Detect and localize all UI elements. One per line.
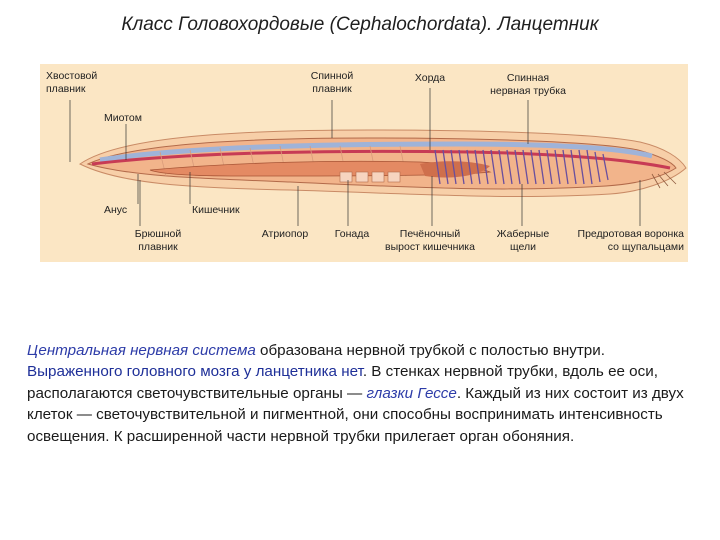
lancelet-illustration [69, 88, 687, 226]
term-hesse-eyes: глазки Гессе [366, 384, 457, 402]
nerve-tube [99, 141, 653, 163]
label-intestine: Кишечник [192, 204, 240, 216]
text-highlight-no-brain: Выраженного головного мозга у ланцетника… [27, 363, 363, 381]
oral-tentacles [651, 171, 677, 189]
label-atriopore: Атриопор [261, 228, 309, 240]
description-paragraph: Центральная нервная система образована н… [27, 340, 699, 447]
label-chord: Хорда [414, 72, 446, 84]
label-oral-funnel: Предротовая воронка со щупальцами [577, 228, 684, 253]
label-myotome: Миотом [104, 112, 142, 124]
lancelet-diagram: Хвостовой плавник Спинной плавник Хорда … [40, 64, 688, 262]
gonads [339, 171, 401, 183]
label-ventral-fin: Брюшной плавник [134, 228, 182, 253]
leader-lines [69, 88, 641, 226]
label-liver-outgrowth: Печёночный вырост кишечника [385, 228, 475, 253]
label-gonad: Гонада [334, 228, 370, 240]
label-gill-slits: Жаберные щели [496, 228, 550, 253]
text-segment-1: образована нервной трубкой с полостью вн… [255, 342, 605, 359]
text-segment-2: . В стенках нервной трубки, вдоль ее оси… [27, 363, 658, 402]
label-tail-fin: Хвостовой плавник [46, 70, 98, 95]
gill-slits [434, 149, 609, 185]
page-title: Класс Головохордовые (Cephalochordata). … [121, 14, 599, 35]
label-dorsal-fin: Спинной плавник [310, 70, 354, 95]
intestine [149, 160, 492, 177]
chord [91, 149, 671, 170]
text-segment-3: . Каждый из них состоит из двух клеток —… [27, 384, 684, 445]
label-nerve-tube: Спинная нервная трубка [490, 72, 566, 97]
label-anus: Анус [104, 204, 128, 216]
term-central-nervous-system: Центральная нервная система [27, 342, 256, 359]
